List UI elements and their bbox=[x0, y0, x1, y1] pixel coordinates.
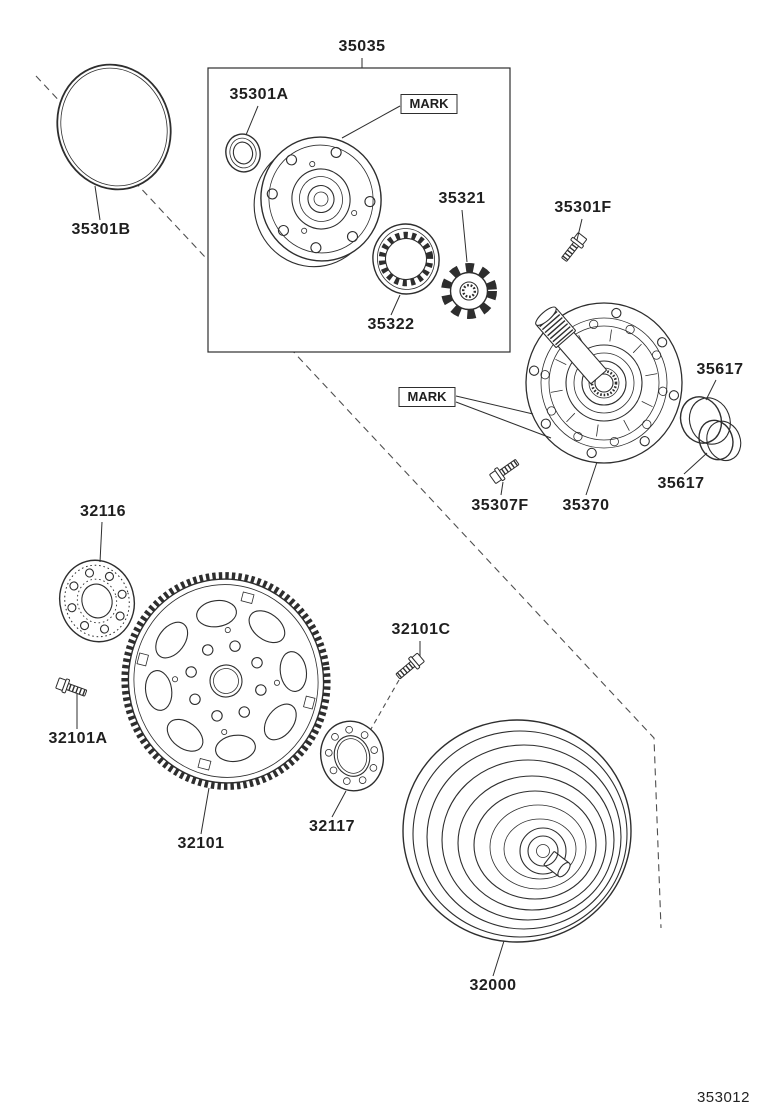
stator-shaft-splined bbox=[535, 306, 607, 384]
callout-35301A[interactable]: 35301A bbox=[229, 86, 289, 103]
oil-pump-assembly-35370 bbox=[525, 302, 683, 464]
rings-35617 bbox=[679, 396, 742, 462]
callout-35035[interactable]: 35035 bbox=[338, 38, 386, 55]
callout-35322[interactable]: 35322 bbox=[367, 316, 415, 333]
oil-pump-body bbox=[253, 136, 382, 268]
callout-35301F[interactable]: 35301F bbox=[554, 199, 612, 216]
leader-lines bbox=[76, 58, 717, 977]
pump-drive-gear-35321 bbox=[441, 263, 497, 319]
oring-35301B bbox=[56, 63, 172, 191]
spacer-plate-32116 bbox=[59, 559, 135, 643]
mark-label-1: MARK bbox=[400, 94, 458, 114]
bolt-35307F bbox=[489, 456, 522, 485]
callout-32101[interactable]: 32101 bbox=[177, 835, 225, 852]
bolt-35301F bbox=[559, 232, 589, 264]
callout-32101C[interactable]: 32101C bbox=[391, 621, 451, 638]
mark-label-2: MARK bbox=[398, 387, 456, 407]
callout-32000[interactable]: 32000 bbox=[469, 977, 517, 994]
bolt-32101A bbox=[55, 676, 88, 699]
callout-32116[interactable]: 32116 bbox=[79, 503, 127, 520]
callout-35617-upper[interactable]: 35617 bbox=[696, 361, 744, 378]
pump-driven-gear-35322 bbox=[372, 223, 440, 295]
converter-hub-stub bbox=[543, 851, 571, 878]
callout-32101A[interactable]: 32101A bbox=[48, 730, 108, 747]
callout-35307F[interactable]: 35307F bbox=[471, 497, 529, 514]
oil-seal-35301A bbox=[225, 133, 261, 173]
torque-converter-32000 bbox=[402, 719, 632, 943]
spacer-32117 bbox=[320, 720, 384, 792]
drive-plate-32101 bbox=[121, 572, 331, 790]
callout-32117[interactable]: 32117 bbox=[308, 818, 356, 835]
callout-35321[interactable]: 35321 bbox=[438, 190, 486, 207]
drawing-number: 353012 bbox=[696, 1089, 750, 1106]
callout-35301B[interactable]: 35301B bbox=[71, 221, 131, 238]
callout-35370[interactable]: 35370 bbox=[562, 497, 610, 514]
bolt-32101C bbox=[393, 652, 425, 682]
callout-35617-lower[interactable]: 35617 bbox=[657, 475, 705, 492]
